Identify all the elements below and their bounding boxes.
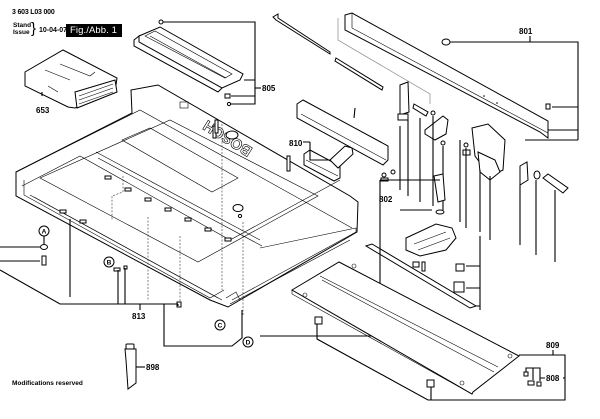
- part-653-cover-bag: 653: [24, 49, 118, 115]
- marker-b: B: [103, 256, 115, 268]
- svg-text:B: B: [107, 260, 112, 267]
- callout-808: 808: [546, 374, 560, 383]
- callout-898: 898: [146, 363, 160, 372]
- part-813-hardware: 813: [0, 219, 243, 347]
- callout-805: 805: [262, 84, 276, 93]
- fence-hardware: [353, 81, 569, 262]
- issue-label: Issue: [13, 29, 30, 36]
- callout-810: 810: [289, 139, 303, 148]
- marker-a: A: [38, 225, 50, 237]
- stand-label: Stand: [13, 22, 32, 29]
- callout-653: 653: [36, 106, 50, 115]
- part-810-fence-extension: 810: [289, 99, 396, 182]
- callout-802: 802: [379, 195, 393, 204]
- part-809-extension-table: 809 808: [291, 261, 566, 401]
- callout-801: 801: [519, 27, 533, 36]
- callout-809: 809: [546, 341, 560, 350]
- part-guide-rod: [272, 13, 384, 91]
- marker-c: C: [214, 319, 226, 331]
- brace: }: [31, 20, 37, 37]
- svg-text:A: A: [42, 229, 47, 236]
- issue-date: 10-04-07: [39, 27, 68, 34]
- svg-text:D: D: [246, 340, 251, 347]
- marker-d: D: [242, 336, 254, 348]
- callout-813: 813: [132, 312, 146, 321]
- part-table-top: BOSCH: [15, 84, 359, 315]
- part-898-grease-tube: 898: [124, 343, 160, 390]
- part-801-fence-rail: 801: [337, 12, 579, 141]
- figure-label: Fig./Abb. 1: [66, 24, 123, 37]
- part-number: 3 603 L03 000: [12, 9, 55, 16]
- slot-tabs: [59, 175, 232, 242]
- modifications-note: Modifications reserved: [12, 380, 83, 387]
- stand-issue-label: Stand Issue: [13, 22, 31, 36]
- screws: [214, 119, 291, 172]
- part-805-insert-plate: 805: [133, 19, 276, 107]
- svg-text:C: C: [218, 323, 223, 330]
